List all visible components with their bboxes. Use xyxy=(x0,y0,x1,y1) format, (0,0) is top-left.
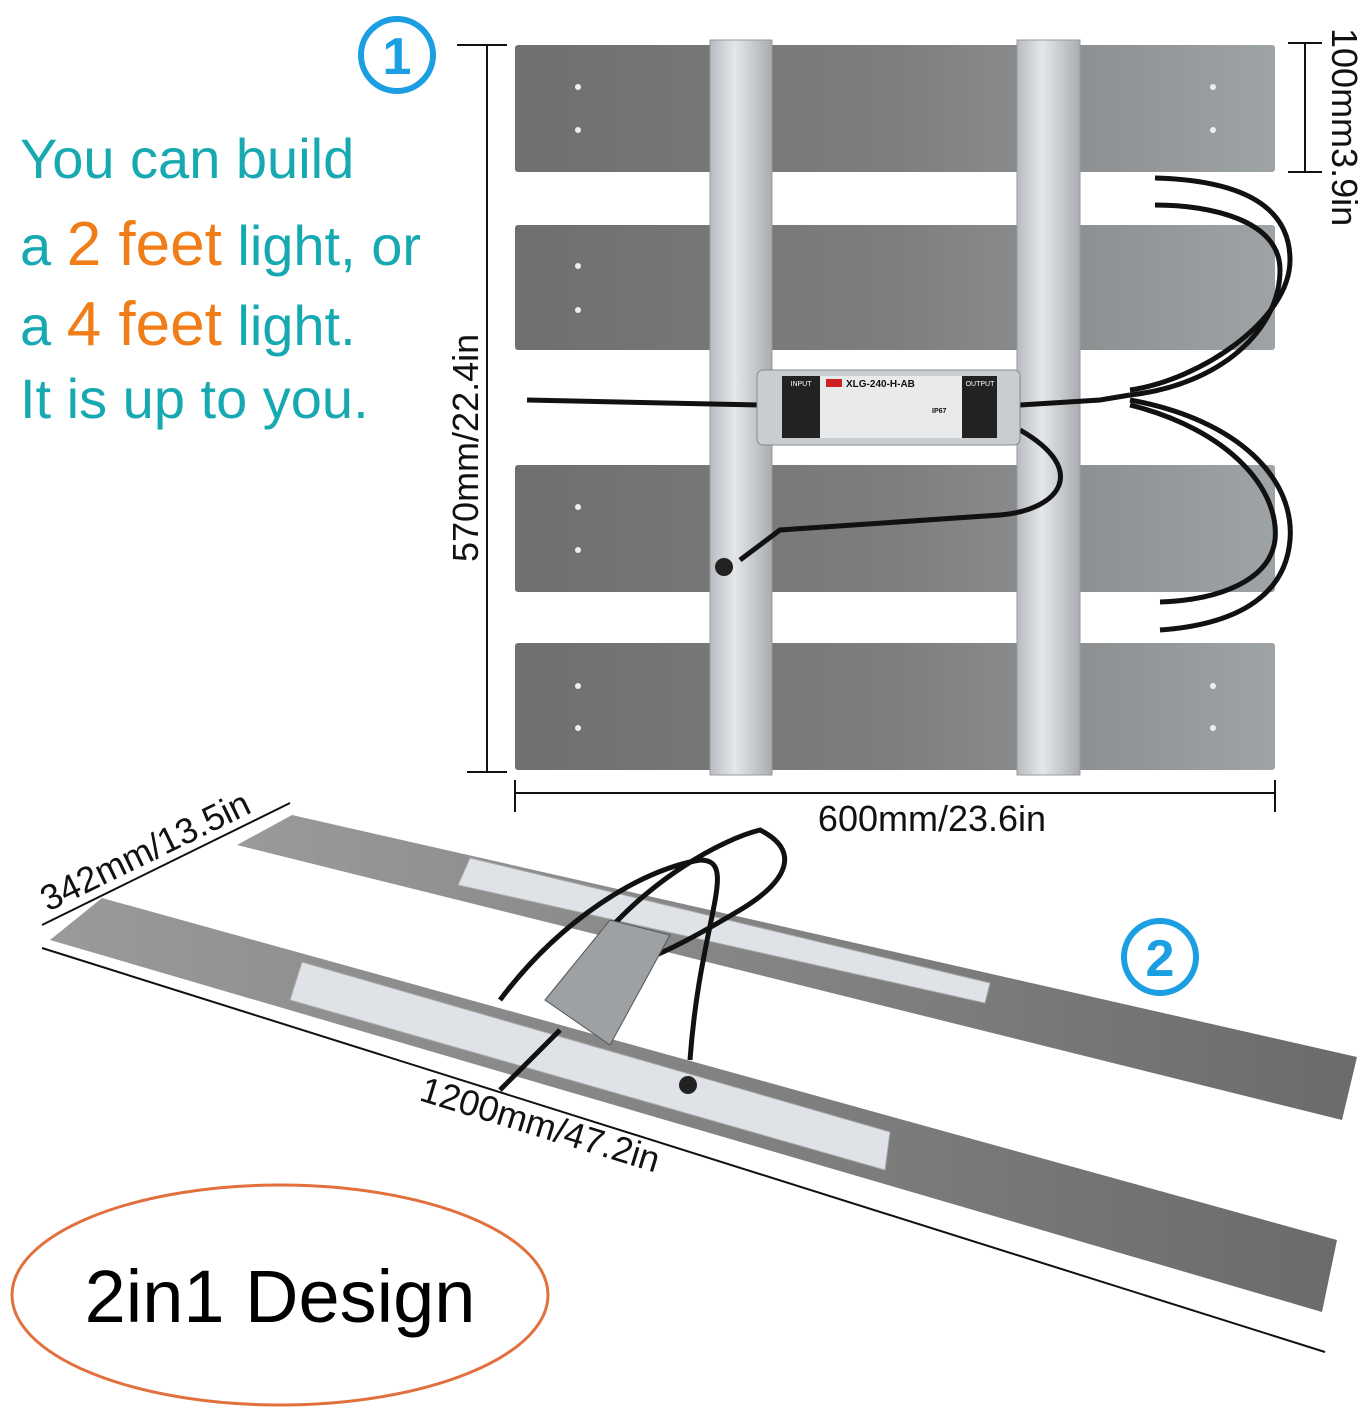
design-label: 2in1 Design xyxy=(10,1183,550,1407)
tagline-line-4: It is up to you. xyxy=(20,367,369,430)
svg-text:2in1 Design: 2in1 Design xyxy=(85,1255,476,1338)
power-cable xyxy=(526,397,761,408)
support-rail xyxy=(457,857,991,1004)
two-foot-light: INPUT OUTPUT XLG-240-H-AB IP67 xyxy=(515,39,1293,776)
driver-model: XLG-240-H-AB xyxy=(846,379,915,390)
tagline: You can build a 2 feet light, or a 4 fee… xyxy=(20,127,421,430)
tagline-line-2: a 2 feet light, or xyxy=(20,210,421,279)
light-bar xyxy=(515,225,1275,350)
driver-input-label: INPUT xyxy=(791,381,813,388)
light-bar xyxy=(515,45,1275,172)
depth-dimension: 342mm/13.5in xyxy=(34,782,257,919)
support-rail xyxy=(1016,39,1081,776)
light-bar xyxy=(515,465,1275,592)
width-dimension: 600mm/23.6in xyxy=(818,798,1046,839)
badge-two: 2 xyxy=(1121,918,1199,996)
led-driver xyxy=(544,919,671,1046)
light-bar xyxy=(237,815,1357,1120)
badge-one: 1 xyxy=(358,16,436,94)
dimension-lines xyxy=(41,42,1326,1353)
svg-text:2: 2 xyxy=(1146,930,1175,988)
dimmer-knob-icon xyxy=(715,558,733,576)
dimmer-knob-icon xyxy=(679,1076,697,1094)
svg-text:1: 1 xyxy=(383,28,412,86)
support-rail xyxy=(289,961,891,1171)
led-driver: INPUT OUTPUT XLG-240-H-AB IP67 xyxy=(756,369,1021,446)
four-foot-light xyxy=(50,815,1357,1312)
driver-output-label: OUTPUT xyxy=(966,381,996,388)
light-bar xyxy=(515,643,1275,770)
height-dimension: 570mm/22.4in xyxy=(445,334,486,562)
tagline-line-3: a 4 feet light. xyxy=(20,290,356,359)
tagline-line-1: You can build xyxy=(20,127,354,190)
driver-rating: IP67 xyxy=(932,408,947,415)
bar-width-dimension: 100mm3.9in xyxy=(1324,28,1365,226)
